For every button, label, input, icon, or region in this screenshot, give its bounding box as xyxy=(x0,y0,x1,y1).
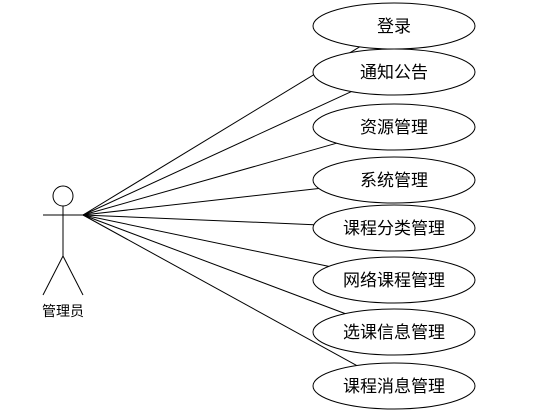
association-line xyxy=(82,91,352,216)
use-case-ellipse xyxy=(312,308,476,356)
use-case: 系统管理 xyxy=(312,156,476,204)
actor-right-leg xyxy=(62,255,84,296)
use-case-ellipse xyxy=(312,48,476,96)
use-case-ellipse xyxy=(312,256,476,304)
use-case-label: 资源管理 xyxy=(360,118,428,138)
use-case-label: 课程分类管理 xyxy=(343,219,445,239)
association-line xyxy=(82,214,314,226)
use-case-ellipse xyxy=(312,103,476,151)
use-case-ellipse xyxy=(312,362,476,410)
use-case-ellipse xyxy=(312,156,476,204)
association-line xyxy=(82,214,329,267)
use-case-label: 网络课程管理 xyxy=(343,271,445,291)
use-case: 课程分类管理 xyxy=(312,204,476,252)
actor-left-leg xyxy=(42,255,64,296)
association-line xyxy=(82,188,319,216)
actor-admin: 管理员 xyxy=(42,185,84,320)
association-lines xyxy=(82,46,360,367)
use-case-label: 登录 xyxy=(377,17,411,37)
use-case: 选课信息管理 xyxy=(312,308,476,356)
use-case: 资源管理 xyxy=(312,103,476,151)
association-line xyxy=(82,142,337,216)
use-case-label: 通知公告 xyxy=(360,63,428,83)
association-line xyxy=(82,214,358,367)
use-case-label: 选课信息管理 xyxy=(343,323,445,343)
use-case: 通知公告 xyxy=(312,48,476,96)
use-case: 网络课程管理 xyxy=(312,256,476,304)
use-case: 课程消息管理 xyxy=(312,362,476,410)
association-line xyxy=(82,214,346,315)
use-case: 登录 xyxy=(312,2,476,50)
actor-name: 管理员 xyxy=(42,304,84,320)
actor-head xyxy=(52,185,74,207)
use-case-label: 系统管理 xyxy=(360,171,428,191)
use-case-ellipse xyxy=(312,204,476,252)
use-case-label: 课程消息管理 xyxy=(343,377,445,397)
